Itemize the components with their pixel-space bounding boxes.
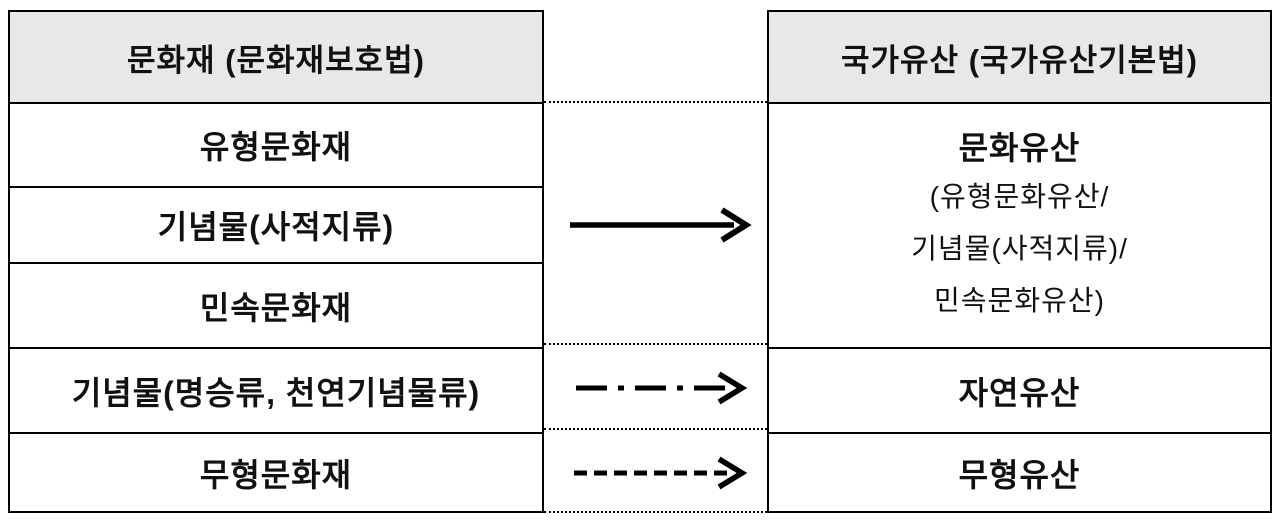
- left-row-folk: 민속문화재: [10, 262, 542, 347]
- solid-arrow: [556, 200, 756, 250]
- corridor-dotted-line-mid2: [544, 428, 767, 430]
- left-table: 문화재 (문화재보호법) 유형문화재 기념물(사적지류) 민속문화재 기념물(명…: [8, 10, 544, 513]
- cultural-heritage-title: 문화유산: [958, 129, 1081, 166]
- right-table: 국가유산 (국가유산기본법) 문화유산 (유형문화유산/ 기념물(사적지류)/ …: [767, 10, 1272, 513]
- corridor-dotted-line-mid1: [544, 343, 767, 345]
- left-row-monuments-natural: 기념물(명승류, 천연기념물류): [10, 347, 542, 432]
- corridor-dotted-line-top: [544, 101, 767, 103]
- dash-dot-arrow: [556, 363, 756, 413]
- right-table-header: 국가유산 (국가유산기본법): [769, 12, 1270, 104]
- cultural-heritage-sub-line-2: 기념물(사적지류)/: [911, 232, 1128, 264]
- left-row-tangible: 유형문화재: [199, 129, 353, 165]
- right-cell-intangible-heritage: 무형유산: [769, 432, 1270, 511]
- dashed-arrow: [556, 448, 756, 498]
- cultural-heritage-sub-line-1: (유형문화유산/: [929, 180, 1110, 212]
- right-cell-natural-heritage: 자연유산: [769, 347, 1270, 432]
- corridor-dotted-line-bottom: [544, 511, 767, 513]
- left-table-header: 문화재 (문화재보호법): [10, 12, 542, 104]
- left-row-monuments-historic: 기념물(사적지류): [10, 186, 542, 262]
- left-row-intangible: 무형문화재: [10, 432, 542, 511]
- cultural-heritage-sub-line-3: 민속문화유산): [934, 284, 1105, 316]
- right-cell-cultural-heritage: 문화유산 (유형문화유산/ 기념물(사적지류)/ 민속문화유산): [769, 104, 1270, 347]
